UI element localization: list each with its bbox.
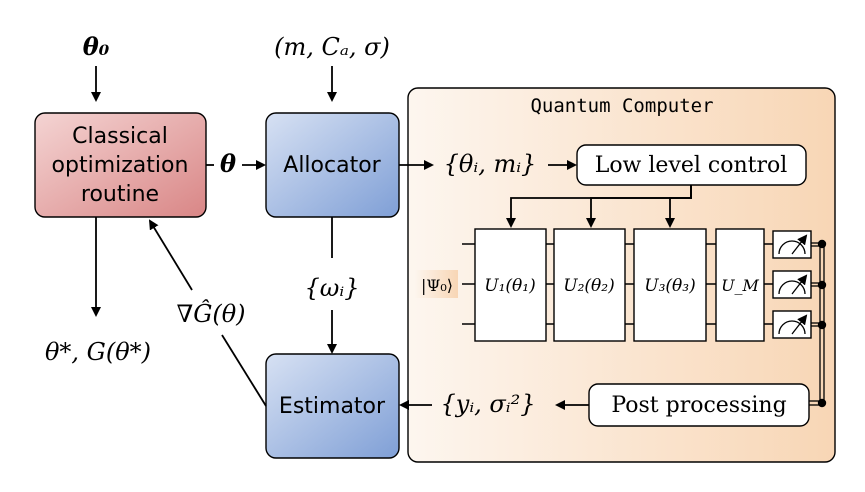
omega-edge-label: {ωᵢ} [305, 274, 360, 302]
gate-u1-label: U₁(θ₁) [484, 276, 535, 296]
quantum-computer-title: Quantum Computer [530, 95, 713, 117]
gradient-edge-label: ∇Ĝ(θ) [176, 299, 245, 328]
params-input-label: (m, Cₐ, σ) [274, 33, 390, 61]
estimator-to-grad-line [221, 334, 267, 407]
classical-line-2: optimization [52, 153, 189, 178]
wire-junction-dot [817, 280, 827, 290]
theta-edge-label: θ [220, 149, 236, 178]
gate-um-label: U_M [721, 276, 759, 295]
gate-u2-label: U₂(θ₂) [563, 276, 614, 296]
post-processing-label: Post processing [611, 393, 786, 418]
y-sigma-edge-label: {yᵢ, σᵢ²} [440, 390, 535, 418]
wire-junction-dot [817, 320, 827, 330]
meter-icon [772, 310, 812, 339]
gate-u1 [474, 228, 547, 342]
wire-junction-dot [817, 239, 827, 249]
initial-state-bg [414, 270, 458, 298]
theta-m-edge-label: {θᵢ, mᵢ} [444, 150, 537, 178]
classical-line-1: Classical [72, 124, 168, 149]
theta0-input-label: θ₀ [83, 32, 110, 61]
meter-icon [772, 230, 812, 259]
low-level-control-label: Low level control [595, 153, 788, 178]
control-line-gate-3 [665, 185, 692, 228]
gate-u3-label: U₃(θ₃) [644, 276, 695, 296]
allocator-label: Allocator [283, 153, 381, 178]
wire-junction-dot [817, 398, 827, 408]
estimator-label: Estimator [279, 394, 386, 419]
gate-um [715, 228, 765, 342]
grad-to-classical-arrow [148, 219, 193, 291]
output-star-label: θ*, G(θ*) [45, 338, 151, 366]
classical-line-3: routine [81, 182, 159, 207]
gate-u2 [553, 228, 626, 342]
gate-u3 [633, 228, 707, 342]
meter-icon [772, 270, 812, 299]
initial-state-label: |Ψ₀⟩ [421, 276, 453, 295]
